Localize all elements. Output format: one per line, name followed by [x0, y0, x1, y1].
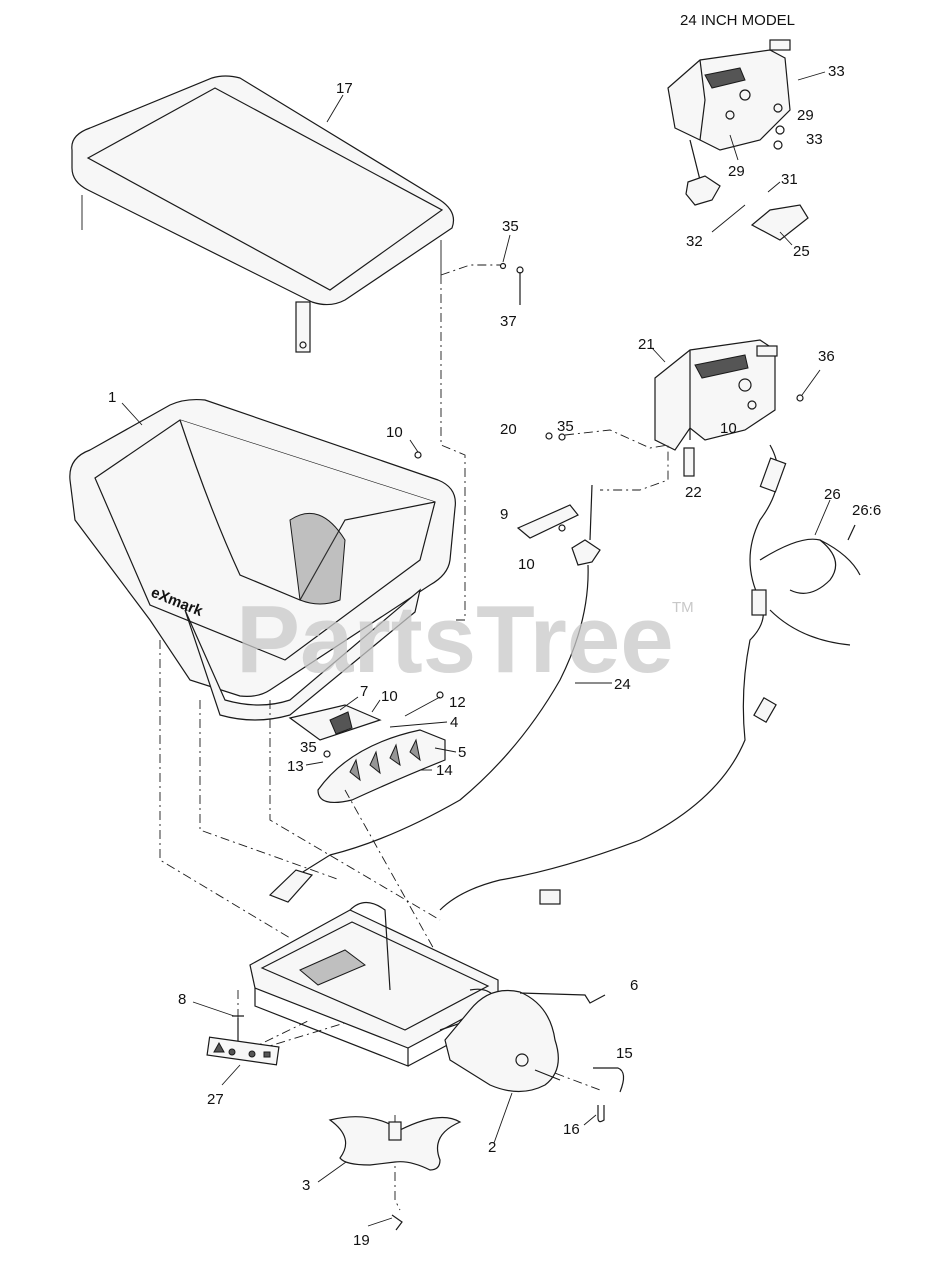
pin-15[interactable] [593, 1067, 625, 1093]
callout-8: 8 [178, 991, 186, 1008]
callout-15: 15 [616, 1045, 633, 1062]
inset-callout-25: 25 [793, 243, 810, 260]
callout-36: 36 [818, 348, 835, 365]
callout-5: 5 [458, 744, 466, 761]
inset-title: 24 INCH MODEL [680, 12, 795, 29]
pin-6[interactable] [519, 992, 606, 1004]
spreader-frame[interactable] [249, 901, 501, 1067]
callout-1: 1 [108, 389, 116, 406]
callout-35-lid: 35 [502, 218, 519, 235]
callout-19: 19 [353, 1232, 370, 1249]
callout-2: 2 [488, 1139, 496, 1156]
callout-21: 21 [638, 336, 655, 353]
callout-10-bracket: 10 [720, 420, 737, 437]
inset-callout-29-bottom: 29 [728, 163, 745, 180]
callout-26-6: 26:6 [852, 502, 881, 519]
callout-35-gate: 35 [300, 739, 317, 756]
callout-3: 3 [302, 1177, 310, 1194]
warning-decal[interactable] [206, 1036, 280, 1066]
inset-callout-29-top: 29 [797, 107, 814, 124]
impeller[interactable] [328, 1116, 462, 1171]
callout-7: 7 [360, 683, 368, 700]
control-cable[interactable] [289, 564, 589, 881]
control-bracket[interactable] [654, 339, 778, 477]
wire-harness[interactable] [439, 444, 861, 911]
callout-13: 13 [287, 758, 304, 775]
callout-10-arm: 10 [518, 556, 535, 573]
adjustment-knob[interactable] [571, 484, 601, 566]
callout-26: 26 [824, 486, 841, 503]
inset-callout-32: 32 [686, 233, 703, 250]
inset-callout-33-mid: 33 [806, 131, 823, 148]
inset-callout-33-top: 33 [828, 63, 845, 80]
callout-35-bracket: 35 [557, 418, 574, 435]
callout-6: 6 [630, 977, 638, 994]
gate-assembly[interactable] [288, 704, 382, 741]
inset-callout-31: 31 [781, 171, 798, 188]
callout-22: 22 [685, 484, 702, 501]
callout-10-hopper: 10 [386, 424, 403, 441]
watermark: PartsTree [236, 586, 674, 693]
callout-16: 16 [563, 1121, 580, 1138]
inset-24-inch-model: 24 INCH MODEL 33 29 33 29 31 32 25 [667, 12, 845, 260]
callout-10-gate: 10 [381, 688, 398, 705]
callout-20: 20 [500, 421, 517, 438]
watermark-tm: TM [672, 599, 694, 616]
clip-19[interactable] [391, 1214, 403, 1231]
wheel-mount-bracket[interactable] [444, 989, 561, 1093]
callout-17: 17 [336, 80, 353, 97]
callout-27: 27 [207, 1091, 224, 1108]
callout-4: 4 [450, 714, 458, 731]
hopper-lid[interactable] [71, 75, 455, 353]
control-arm[interactable] [516, 504, 579, 539]
callout-14: 14 [436, 762, 453, 779]
callout-9: 9 [500, 506, 508, 523]
hopper[interactable] [69, 398, 456, 721]
clip-16[interactable] [597, 1105, 605, 1123]
callout-12: 12 [449, 694, 466, 711]
spout-chute[interactable] [317, 729, 446, 803]
callout-37: 37 [500, 313, 517, 330]
callout-24: 24 [614, 676, 631, 693]
inset-control-bracket[interactable] [667, 39, 809, 241]
